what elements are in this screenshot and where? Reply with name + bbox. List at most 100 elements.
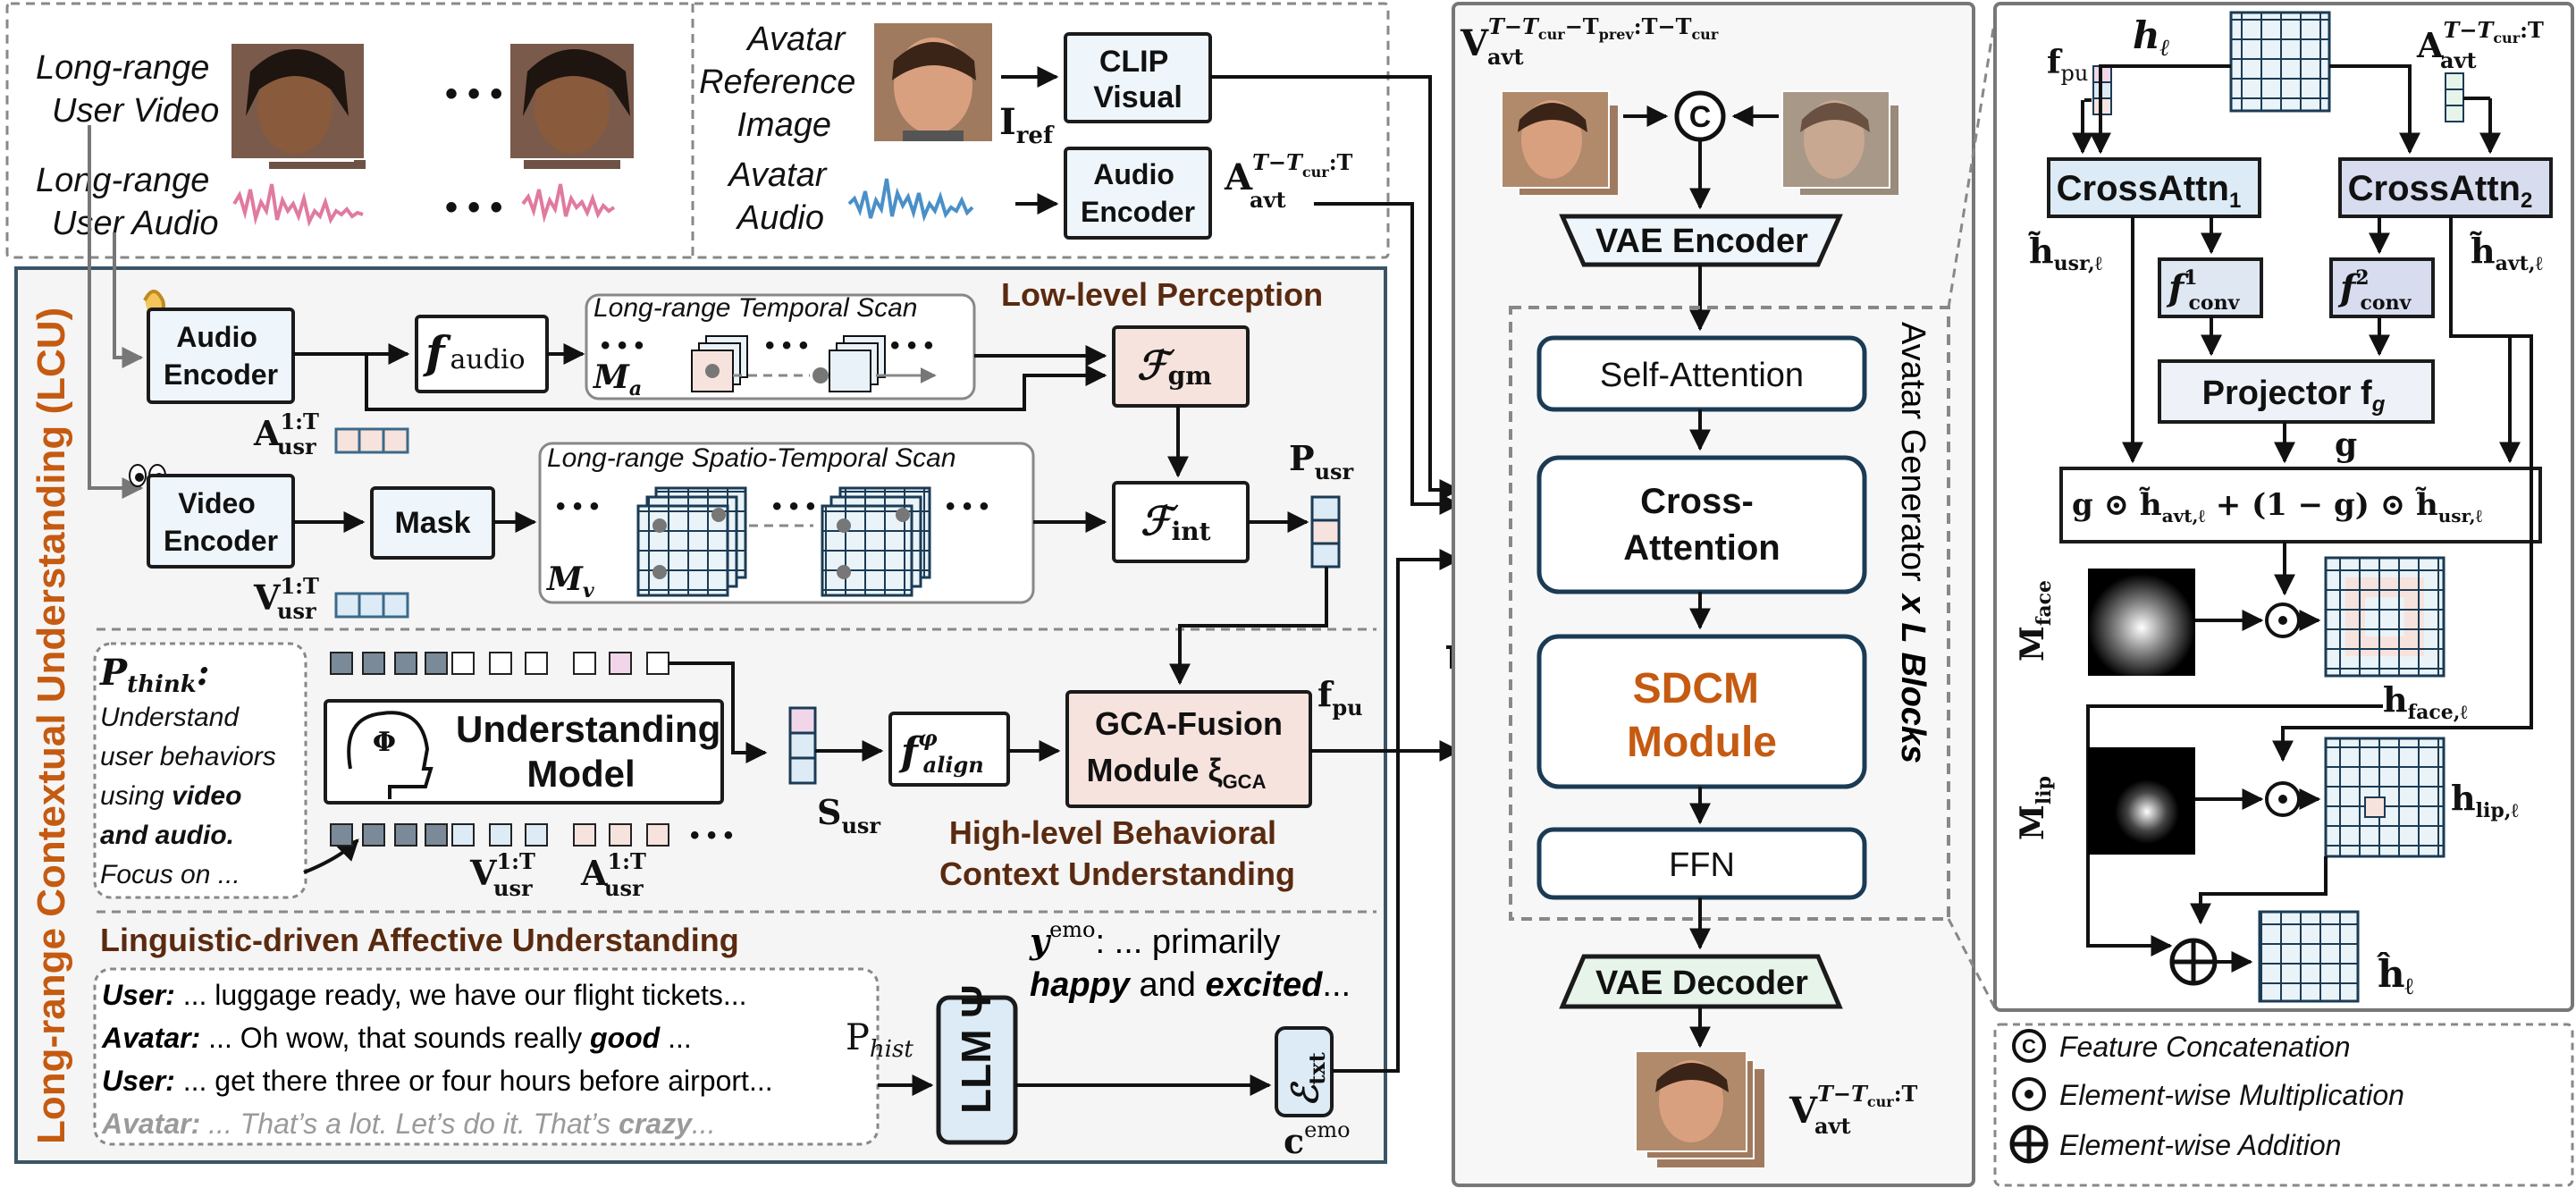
svg-text:Feature Concatenation: Feature Concatenation [2059, 1031, 2351, 1063]
svg-text:Self-Attention: Self-Attention [1600, 357, 1804, 394]
a-usr-bottom-sub: usr [604, 875, 644, 901]
c-emo-label: cemo [1284, 1117, 1351, 1161]
svg-text:Pthink:: Pthink: [99, 652, 210, 698]
a-usr-label: A1:T [253, 409, 319, 453]
concat-icon: C [1674, 90, 1726, 142]
a-avt-sub: avt [1250, 187, 1286, 213]
svg-text:CrossAttn2: CrossAttn2 [2348, 169, 2533, 213]
p-usr-label: Pusr [1289, 438, 1354, 484]
lcu-panel: Long-range Contextual Understanding (LCU… [14, 125, 1387, 1164]
svg-text:Element-wise Addition: Element-wise Addition [2059, 1129, 2341, 1161]
svg-text:Φ: Φ [373, 727, 396, 758]
output-avatar-frames [1635, 1050, 1764, 1167]
svg-text:VAE Decoder: VAE Decoder [1595, 965, 1808, 1002]
legend-add: Element-wise Addition [2009, 1125, 2341, 1164]
h-lip-grid [2324, 737, 2446, 858]
a-usr-sub: usr [277, 434, 316, 459]
legend: C Feature Concatenation Element-wise Mul… [1993, 1023, 2574, 1187]
multiply-icon-2 [2265, 781, 2301, 817]
svg-text:Long-range Spatio-Temporal Sca: Long-range Spatio-Temporal Scan [547, 443, 956, 473]
v-usr-bottom-sub: usr [493, 875, 533, 901]
svg-text:g ⊙ h̃avt,ℓ + (1 − g) ⊙ h̃usr,: g ⊙ h̃avt,ℓ + (1 − g) ⊙ h̃usr,ℓ [2072, 487, 2483, 527]
legend-concat: C Feature Concatenation [2012, 1029, 2351, 1063]
a-avt-tokens [2445, 72, 2464, 122]
g-label: g [2335, 426, 2357, 464]
p-hist-label: Phist [846, 1017, 913, 1063]
svg-text:LLM Ψ: LLM Ψ [953, 984, 999, 1114]
svg-text:FFN: FFN [1669, 847, 1735, 884]
a-avt-small-sub: avt [2440, 47, 2477, 73]
scan-stack-2 [812, 335, 886, 392]
audio-ellipsis: • • • [445, 188, 502, 227]
noisy-avatar-frames [1781, 90, 1898, 195]
v-usr-label: V1:T [253, 573, 319, 618]
svg-text:VAE Encoder: VAE Encoder [1595, 223, 1808, 260]
a-usr-bottom: A1:T [580, 848, 646, 893]
video-encoder-box: Video Encoder [147, 474, 295, 569]
svg-text:• • •: • • • [601, 331, 644, 360]
v-out-label: VT−Tcur:T [1789, 1081, 1918, 1132]
m-lip-label: Mlip [2014, 776, 2056, 840]
h-hat-grid [2258, 910, 2360, 1003]
svg-text:Projector fg: Projector fg [2202, 375, 2386, 417]
svg-text:Understand user behavi: Understand user behaviors using video an… [100, 703, 283, 889]
previous-avatar-frames [1501, 90, 1618, 195]
v-prev-sub: avt [1487, 44, 1524, 70]
gate-formula-box: g ⊙ h̃avt,ℓ + (1 − g) ⊙ h̃usr,ℓ [2059, 467, 2542, 543]
f-pu-label: fpu [1317, 674, 1363, 720]
y-emo-text: yemo: ... primarily happy and excited... [1029, 917, 1351, 1004]
lip-mask-image [2088, 747, 2195, 855]
e-txt-box: ℰtxt [1275, 1026, 1334, 1117]
projector-box: Projector fg [2158, 359, 2435, 424]
spatial-cube-2 [821, 486, 931, 597]
s-usr-label: Susr [817, 792, 880, 838]
h-hat-label: ĥℓ [2376, 951, 2414, 1000]
user-video-label: Long-range User Video [36, 49, 219, 130]
svg-text:• • •: • • • [946, 492, 989, 521]
generator-side-label: Avatar Generatorx L Blocks [1894, 322, 1932, 763]
svg-text:• • •: • • • [765, 331, 808, 360]
svg-text:Element-wise Multiplication: Element-wise Multiplication [2059, 1079, 2404, 1111]
gca-fusion-box: GCA-Fusion Module ξGCA [1065, 690, 1312, 808]
legend-multiply: Element-wise Multiplication [2012, 1077, 2404, 1111]
f-gm-box: ℱgm [1112, 325, 1250, 408]
svg-text:C: C [1689, 100, 1712, 134]
llm-box: LLM Ψ [936, 984, 1018, 1145]
i-ref: Iref [999, 101, 1055, 149]
face-mask-image [2088, 569, 2195, 676]
generator-panel: VT−Tcur−Tprev:T−Tcur avt C VAE Encoder [1452, 2, 1975, 1187]
svg-text:Understanding Model: Understanding Model [456, 708, 731, 795]
m-face-label: Mface [2014, 580, 2056, 661]
a-usr-tokens [334, 427, 409, 454]
svg-text:Module ξGCA: Module ξGCA [1087, 752, 1267, 793]
top-token-row [330, 652, 669, 675]
h-usr-label: h̃usr,ℓ [2028, 231, 2102, 275]
svg-text:User: ... luggage ready, we ha: User: ... luggage ready, we have our fli… [101, 979, 773, 1097]
m-v: Mv [545, 560, 594, 602]
svg-text:Audio Encoder: Audio Encoder [1081, 158, 1195, 228]
h-avt-label: h̃avt,ℓ [2470, 231, 2543, 275]
input-panel: Long-range User Video Long-range User Au… [5, 2, 1390, 259]
vae-encoder: VAE Encoder [1559, 214, 1843, 267]
ffn-box: FFN [1536, 827, 1867, 900]
avatar-audio-waveform [847, 178, 974, 223]
avatar-audio-label: Avatar Audio [727, 156, 836, 237]
scan-stack-1 [691, 335, 748, 392]
v-usr-bottom: V1:T [469, 848, 535, 893]
add-icon [2169, 938, 2218, 986]
m-a: Ma [592, 358, 642, 400]
h-l-grid [2229, 11, 2331, 113]
cross-attn-1-box: CrossAttn1 [2047, 157, 2261, 218]
v-prev-label: VT−Tcur−Tprev:T−Tcur [1460, 13, 1719, 64]
user-audio-label: Long-range User Audio [36, 162, 219, 242]
svg-text:CLIP Visual: CLIP Visual [1093, 45, 1183, 114]
svg-text:Audio Encoder: Audio Encoder [164, 321, 278, 391]
user-audio-waveform [232, 183, 616, 227]
a-avt-label: AT−Tcur:T [1224, 149, 1353, 198]
avatar-audio-encoder-box: Audio Encoder [1064, 147, 1212, 240]
